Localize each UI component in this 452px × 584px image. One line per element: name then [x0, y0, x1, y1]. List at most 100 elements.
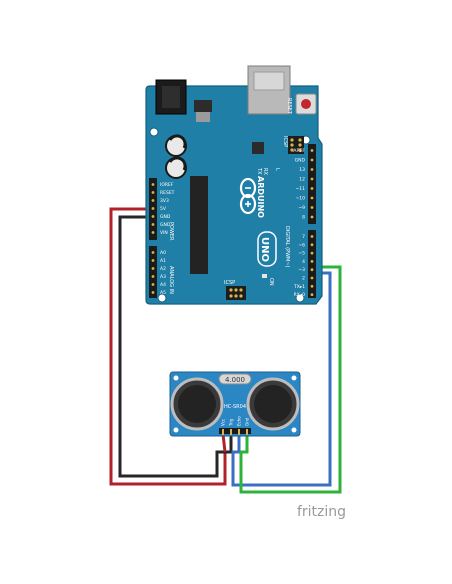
header-pin [310, 293, 314, 296]
sensor-pin-label: Vcc [221, 419, 226, 426]
header-pin [310, 276, 314, 280]
digital-header-bottom [308, 230, 316, 298]
crystal-label: 4.000 [225, 376, 245, 384]
on-label: ON [268, 278, 274, 286]
pin-label: GND [160, 222, 171, 228]
wire-echo-blue [231, 271, 332, 487]
sensor-pin [246, 429, 248, 435]
header-pin [310, 177, 314, 181]
header-pin [310, 268, 314, 272]
mounting-hole [291, 427, 297, 433]
pin-label: A3 [160, 274, 166, 280]
arduino-uno-board: RESET ICSP TX RX L ARDUINO UNO ON [145, 65, 323, 305]
wires [109, 207, 342, 494]
pin-label: 4 [302, 259, 305, 265]
voltage-regulator-tab [196, 112, 210, 122]
icsp-header-bottom [226, 286, 246, 300]
pin-label: A1 [160, 258, 166, 264]
usb-chip [252, 142, 264, 154]
reset-button-cap[interactable] [301, 99, 311, 109]
pin-label: ~3 [298, 267, 305, 273]
pin-label: A2 [160, 266, 166, 272]
wire-5v-red [109, 207, 227, 486]
sensor-pin [230, 429, 232, 435]
header-pin [310, 187, 314, 190]
mounting-hole [291, 375, 297, 381]
header-pin [310, 235, 314, 238]
pin-label: RESET [160, 190, 175, 196]
header-pin [310, 243, 314, 247]
crystal-oscillator [218, 373, 252, 385]
sensor-pin-label: Trig [229, 418, 234, 427]
pin-label: IOREF [160, 182, 174, 188]
header-pin [151, 291, 155, 294]
pin-label: ~10 [296, 196, 306, 202]
header-pin [151, 259, 155, 262]
mounting-hole [157, 293, 167, 303]
pin-label: GND [295, 158, 306, 164]
header-pin [151, 283, 155, 286]
pin-label: AREF [293, 148, 305, 154]
mounting-hole [173, 375, 179, 381]
voltage-regulator [194, 100, 212, 112]
reset-label: RESET [286, 98, 292, 115]
header-pin [151, 199, 155, 202]
tx-label: TX [256, 167, 262, 175]
icsp-header-top [288, 136, 304, 154]
pin-label: 7 [302, 234, 305, 240]
header-pin [310, 260, 314, 263]
pin-label: A5 [160, 290, 166, 296]
rx-label: RX [262, 168, 268, 175]
uno-badge [257, 231, 277, 267]
header-pin [151, 183, 155, 186]
pin-label: 2 [302, 276, 305, 282]
header-pin [310, 206, 314, 209]
header-pin [310, 196, 314, 200]
wire-vcc-red-stub [221, 433, 227, 453]
sensor-pin-label: Echo [237, 416, 242, 426]
pin-label: 3V3 [160, 198, 169, 204]
power-header-title: POWER [168, 222, 174, 241]
header-pin [151, 275, 155, 278]
pin-label: A0 [160, 250, 166, 256]
pin-label: ~11 [296, 186, 306, 192]
header-pin [151, 223, 155, 226]
usb-connector-inner [253, 71, 285, 91]
analog-header [149, 246, 157, 298]
pin-label: A4 [160, 282, 166, 288]
header-pin [310, 158, 314, 162]
on-led [262, 274, 267, 278]
header-pin [310, 168, 314, 171]
l-label: L [274, 168, 280, 171]
pin-label: 12 [299, 177, 305, 183]
wire-gnd-black [118, 215, 233, 478]
capacitor-mark [168, 134, 187, 149]
sensor-pin-header [219, 428, 251, 434]
capacitor-mark [168, 156, 187, 171]
atmega-chip [190, 176, 208, 274]
header-pin [151, 215, 155, 218]
arduino-logo [239, 177, 257, 215]
transmitter-transducer [170, 377, 224, 431]
header-pin [151, 207, 155, 210]
header-pin [151, 267, 155, 270]
header-pin [151, 231, 155, 234]
wire-trig-green [239, 265, 342, 494]
board-name: UNO [259, 237, 270, 262]
pin-label: 8 [302, 215, 305, 221]
mounting-hole [295, 293, 305, 303]
pin-label: VIN [160, 230, 168, 236]
pin-label: 13 [299, 167, 305, 173]
pin-label: ~6 [298, 242, 305, 248]
header-pin [310, 284, 314, 288]
digital-header-top [308, 144, 316, 224]
icsp-top-label: ICSP [282, 136, 288, 147]
mounting-hole [173, 427, 179, 433]
fritzing-watermark: fritzing [297, 504, 346, 520]
